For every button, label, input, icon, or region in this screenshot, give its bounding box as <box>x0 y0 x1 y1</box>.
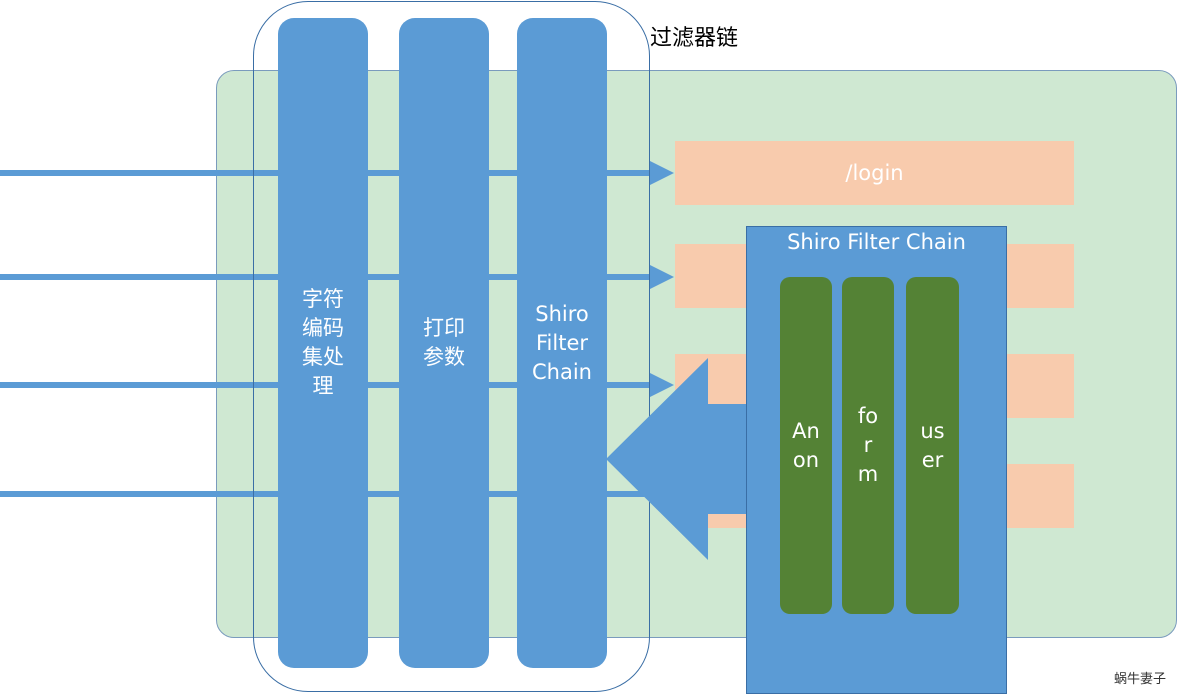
shiro-filter-form-label: form <box>857 404 879 486</box>
expand-arrow-shape <box>606 358 750 560</box>
shiro-filter-user: user <box>906 277 959 614</box>
filter-chain-outline <box>253 1 650 692</box>
shiro-filter-form: form <box>842 277 894 614</box>
request-arrow-3-head <box>650 373 674 397</box>
request-arrow-1-head <box>650 161 674 185</box>
filter-chain-title: 过滤器链 <box>650 26 739 51</box>
shiro-filter-chain-title: Shiro Filter Chain <box>787 230 966 254</box>
request-arrow-2-head <box>650 265 674 289</box>
endpoint-login: /login <box>675 141 1074 205</box>
shiro-filter-anon: Anon <box>780 277 832 614</box>
endpoint-login-label: /login <box>845 161 904 185</box>
filter-charset-encoding-label: 字符编码集处理 <box>302 287 344 398</box>
filter-print-params: 打印参数 <box>399 18 489 668</box>
filter-shiro-chain: Shiro Filter Chain <box>517 18 607 668</box>
expand-arrow <box>606 358 750 560</box>
watermark: 蜗牛妻子 <box>1114 672 1167 687</box>
filter-shiro-chain-label: Shiro Filter Chain <box>532 301 592 384</box>
filter-charset-encoding: 字符编码集处理 <box>278 18 368 668</box>
shiro-filter-user-label: user <box>920 418 945 472</box>
filter-print-params-label: 打印参数 <box>423 316 465 369</box>
shiro-filter-anon-label: Anon <box>792 418 820 472</box>
